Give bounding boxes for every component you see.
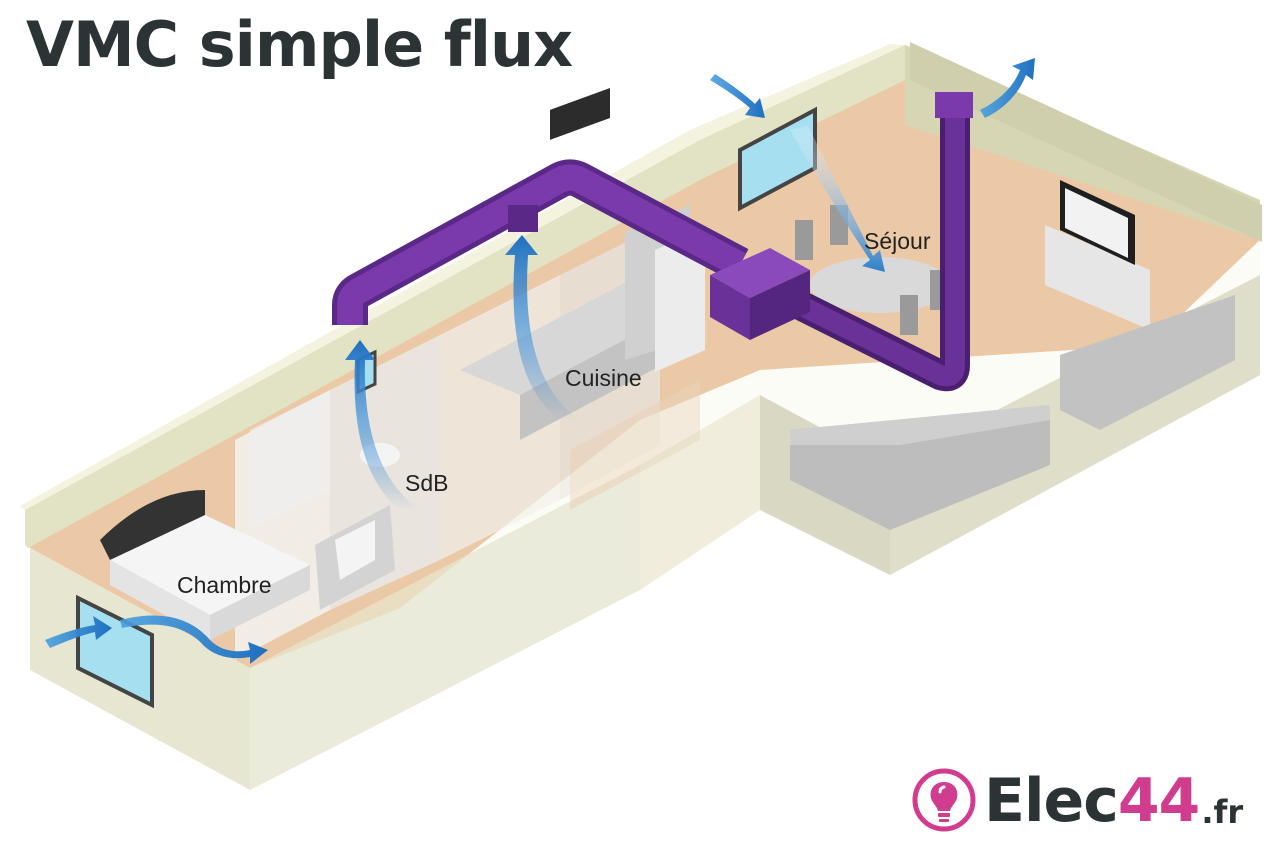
bed (100, 490, 310, 640)
room-label-sejour: Séjour (864, 228, 931, 254)
airflow-exhaust-arrow (980, 58, 1035, 118)
airflow-outside-inlet-arrow (710, 74, 765, 118)
bathroom-fixtures (250, 390, 400, 610)
vmc-box (710, 248, 810, 340)
airflow-chambre-inlet-arrow (45, 616, 112, 648)
brand-tld: .fr (1201, 793, 1244, 831)
room-label-cuisine: Cuisine (565, 365, 642, 391)
kitchen-counter (460, 87, 705, 440)
brand-number: 44 (1117, 766, 1200, 836)
page-title: VMC simple flux (26, 8, 573, 81)
airflow-chambre-sweep-arrow (120, 615, 268, 664)
room-label-sdb: SdB (405, 470, 448, 496)
ventilation-duct (332, 92, 973, 392)
sofas (790, 295, 1235, 530)
living-room-furniture (795, 180, 1150, 335)
room-label-chambre: Chambre (177, 572, 272, 598)
back-walls (20, 42, 1262, 548)
airflow-sdb-arrow (345, 340, 420, 510)
airflow-sejour-inlet-arrow (790, 126, 885, 272)
brand-name: Elec (984, 766, 1119, 836)
lightbulb-icon (912, 768, 976, 832)
airflow-arrows (45, 58, 1035, 664)
airflow-cuisine-arrow (505, 235, 580, 420)
